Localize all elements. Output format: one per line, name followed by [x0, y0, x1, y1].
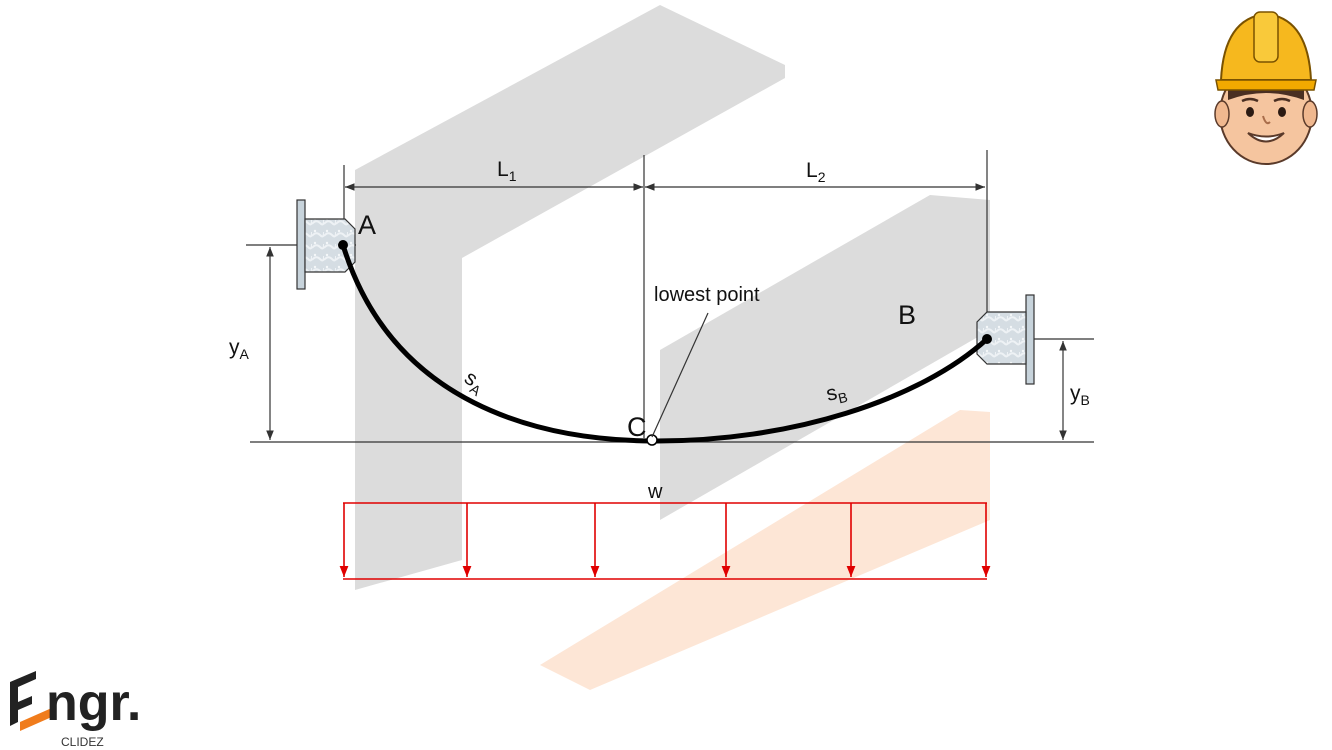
- support-b: [976, 294, 1035, 385]
- label-ya: yA: [229, 336, 250, 362]
- support-a-block: [304, 218, 356, 273]
- label-load-w: w: [647, 481, 663, 503]
- engineer-mascot-icon: [1214, 11, 1318, 165]
- watermark-left-band: [355, 330, 462, 590]
- label-point-a: A: [358, 210, 376, 240]
- watermark: [355, 5, 990, 690]
- label-point-b: B: [898, 300, 916, 330]
- support-a: [296, 199, 356, 290]
- label-lowest-point: lowest point: [654, 284, 760, 306]
- pin-a: [338, 240, 348, 250]
- watermark-mid-band: [660, 195, 990, 520]
- point-c-marker: [646, 434, 658, 446]
- watermark-top-band: [355, 5, 785, 345]
- watermark-orange-band: [540, 410, 990, 690]
- distributed-load: [339, 502, 991, 580]
- label-l2: L2: [806, 159, 826, 185]
- lowest-point-leader: [651, 312, 709, 438]
- logo-subtext: CLIDEZ: [61, 735, 104, 749]
- support-b-plate: [1025, 294, 1035, 385]
- engr-logo: ngr. CLIDEZ: [10, 671, 141, 749]
- label-point-c: C: [627, 412, 647, 442]
- label-sb: sB: [824, 379, 849, 409]
- label-yb: yB: [1070, 382, 1090, 408]
- logo-text: ngr.: [46, 674, 141, 732]
- pin-b: [982, 334, 992, 344]
- label-l1: L1: [497, 158, 517, 184]
- support-a-plate: [296, 199, 306, 290]
- support-b-block: [976, 311, 1027, 365]
